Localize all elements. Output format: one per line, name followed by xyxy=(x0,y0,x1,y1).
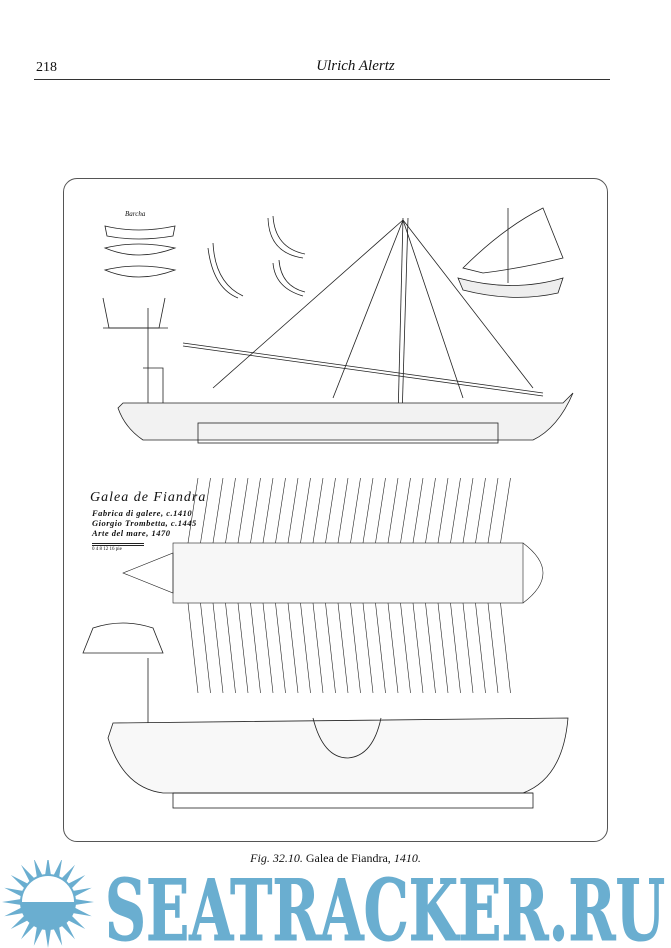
barcha-sketch xyxy=(82,622,164,654)
sun-ray xyxy=(21,921,36,940)
sun-icon xyxy=(2,860,94,948)
oar xyxy=(375,477,386,544)
oar xyxy=(187,477,199,544)
sun-ray xyxy=(34,860,43,879)
oar xyxy=(337,477,349,544)
fig-number: Fig. 32.10. xyxy=(250,851,303,865)
sun-ray xyxy=(44,860,52,877)
sun-ray xyxy=(53,925,63,946)
oar xyxy=(225,602,236,694)
scale-bar: 0 4 8 12 16 pie xyxy=(92,543,144,552)
seatracker-watermark: SEATRACKER.RU xyxy=(2,860,666,948)
oar xyxy=(187,602,199,694)
barcha-views xyxy=(102,225,177,329)
sun-ray xyxy=(71,887,92,897)
sun-ray xyxy=(73,898,94,906)
hull-lines xyxy=(107,658,569,809)
sun-ray xyxy=(44,927,52,948)
oar xyxy=(262,602,274,694)
header-rule xyxy=(34,79,610,80)
oar xyxy=(200,602,211,694)
watermark-text: SEATRACKER.RU xyxy=(105,861,665,948)
sun-ray xyxy=(60,921,75,940)
oar xyxy=(500,477,511,544)
oar xyxy=(350,477,361,544)
sun-ray xyxy=(21,864,36,883)
side-elevation xyxy=(117,217,574,444)
oar xyxy=(400,602,411,694)
barcha-label: Barcha xyxy=(125,210,146,218)
oar xyxy=(275,602,286,694)
sun-ray xyxy=(33,925,43,946)
source-line: Giorgio Trombetta, c.1445 xyxy=(92,518,197,528)
sun-ray xyxy=(53,860,62,879)
oar xyxy=(362,602,374,694)
oar xyxy=(350,602,361,694)
oar xyxy=(487,602,499,694)
figure-caption: Fig. 32.10. Galea de Fiandra, 1410. xyxy=(0,851,671,866)
oar xyxy=(425,477,436,544)
oar xyxy=(250,477,261,544)
oar xyxy=(237,602,249,694)
plan-view xyxy=(122,477,544,694)
sun-ray xyxy=(67,914,86,929)
galley-sketch xyxy=(457,207,564,298)
oar xyxy=(475,602,486,694)
oar xyxy=(387,477,399,544)
oar xyxy=(462,602,474,694)
source-line: Arte del mare, 1470 xyxy=(92,528,171,538)
sun-ray xyxy=(4,907,25,917)
oar xyxy=(287,477,299,544)
running-title: Ulrich Alertz xyxy=(316,58,395,74)
oar xyxy=(300,477,311,544)
oar xyxy=(437,602,449,694)
oar xyxy=(225,477,236,544)
oar xyxy=(475,477,486,544)
sun-ray xyxy=(2,898,23,906)
sun-ray xyxy=(4,887,25,897)
oar xyxy=(325,602,336,694)
oar xyxy=(212,477,224,544)
section-curves xyxy=(207,215,306,299)
oar xyxy=(337,602,349,694)
oar xyxy=(287,602,299,694)
oar xyxy=(450,602,461,694)
oar xyxy=(500,602,511,694)
oar xyxy=(412,602,424,694)
caption-year: 1410. xyxy=(393,851,421,865)
oar xyxy=(462,477,474,544)
plate-title: Galea de Fiandra xyxy=(90,490,207,505)
source-line: Fabrica di galere, c.1410 xyxy=(92,508,193,518)
oar xyxy=(437,477,449,544)
sun-ray xyxy=(10,875,29,890)
sun-ray xyxy=(60,864,75,883)
ship-drawing xyxy=(82,207,574,809)
oar xyxy=(312,477,324,544)
sun-ray xyxy=(67,875,86,890)
oar xyxy=(450,477,461,544)
oar xyxy=(212,602,224,694)
oar xyxy=(262,477,274,544)
oar xyxy=(375,602,386,694)
oar xyxy=(425,602,436,694)
oar xyxy=(487,477,499,544)
oar xyxy=(412,477,424,544)
caption-text: Galea de Fiandra, xyxy=(305,851,391,865)
sun-ray xyxy=(10,914,29,929)
oar xyxy=(300,602,311,694)
oar xyxy=(200,477,211,544)
oar xyxy=(312,602,324,694)
oar xyxy=(400,477,411,544)
oar xyxy=(387,602,399,694)
oar xyxy=(237,477,249,544)
oar xyxy=(275,477,286,544)
oar xyxy=(325,477,336,544)
sun-ray xyxy=(71,907,92,917)
oar xyxy=(250,602,261,694)
oar xyxy=(362,477,374,544)
plate-frame xyxy=(63,178,608,842)
page-number: 218 xyxy=(36,60,57,75)
